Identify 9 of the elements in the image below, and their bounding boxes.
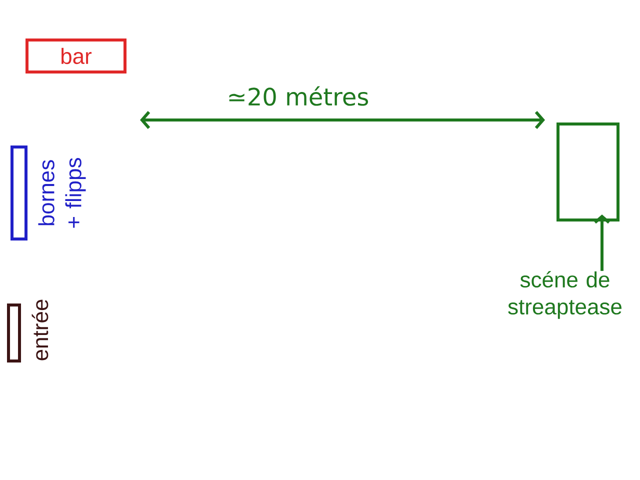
area-label: entrée [32, 300, 48, 360]
dimension-label: ≃20 métres [229, 86, 368, 106]
area-label: bornes + flipps [38, 158, 86, 228]
entrance-box [7, 304, 21, 362]
stage-label: scéne de streaptease [508, 271, 622, 319]
stage-box [556, 122, 620, 222]
bar-box: bar [26, 38, 126, 74]
arcade-area-box [10, 146, 28, 240]
leader-arrow [594, 214, 610, 271]
